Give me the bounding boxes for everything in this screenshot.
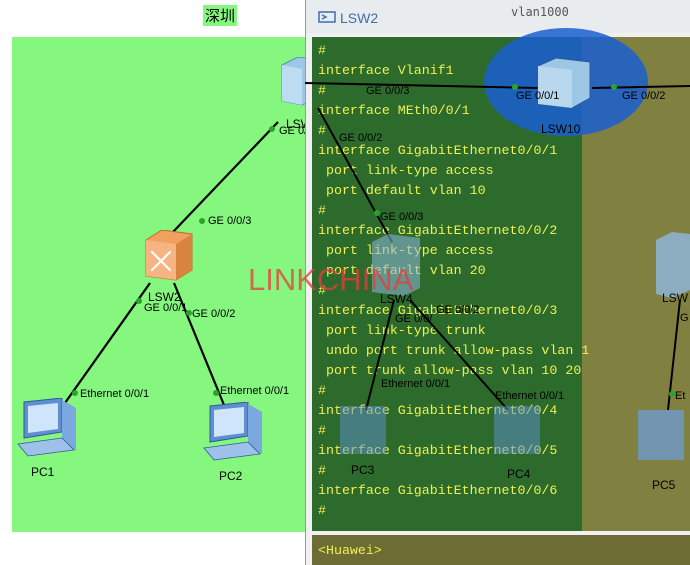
link-lsw1-lsw4 — [317, 107, 393, 243]
switch-lsw10-icon — [537, 57, 591, 109]
background-label-vlan: vlan1000 — [511, 5, 569, 19]
port-label: Ethernet 0/0/1 — [220, 385, 290, 397]
device-label-pc1: PC1 — [31, 465, 55, 479]
port-label: Et — [675, 390, 686, 402]
port-label: GE 0/0/3 — [208, 215, 252, 227]
device-label-lsw2: LSW2 — [148, 290, 181, 304]
terminal-prompt[interactable]: <Huawei> — [318, 543, 382, 558]
port-label: Ethernet 0/0/1 — [80, 388, 150, 400]
terminal-window-icon — [318, 9, 336, 25]
pc4-icon — [494, 406, 540, 454]
link-right-pc5 — [667, 299, 681, 411]
port-label: GE 0/0/3 — [380, 211, 424, 223]
device-label-pc4: PC4 — [507, 467, 531, 481]
port-label: G — [680, 312, 689, 324]
link-lsw10-right — [591, 85, 690, 89]
port-label: GE 0/0/1 — [516, 90, 560, 102]
switch-lsw2-icon[interactable] — [140, 229, 196, 282]
device-label-pc2: PC2 — [219, 469, 243, 483]
pc1-icon[interactable] — [14, 397, 80, 460]
terminal-titlebar[interactable] — [306, 0, 690, 33]
device-label-pc5: PC5 — [652, 478, 676, 492]
port-label: Ethernet 0/0/1 — [381, 378, 451, 390]
device-label-lsw-right: LSW — [662, 291, 689, 305]
link-lsw4-pc3 — [365, 299, 395, 411]
port-label: GE 0/0/2 — [339, 132, 383, 144]
link-lsw2-pc1 — [59, 282, 151, 411]
region-label: 深圳 — [203, 5, 238, 26]
terminal-prompt-bar — [312, 535, 690, 565]
link-lsw2-pc2 — [172, 282, 226, 406]
port-label: Ethernet 0/0/1 — [495, 390, 565, 402]
port-label: GE 0/0/3 — [366, 85, 410, 97]
pc5-icon — [638, 410, 684, 460]
switch-right-icon — [656, 232, 690, 298]
pc2-icon[interactable] — [200, 401, 266, 464]
port-label: GE 0/0/2 — [436, 304, 480, 316]
port-label: GE 0/0/1 — [144, 302, 188, 314]
terminal-title: LSW2 — [340, 10, 379, 26]
port-label: GE 0/0/2 — [622, 90, 666, 102]
watermark: LINKCHINA — [248, 262, 414, 297]
link-lsw4-pc4 — [409, 299, 509, 411]
link-lsw1-lsw2 — [171, 121, 279, 234]
port-label: GE 0/0/2 — [192, 308, 236, 320]
switch-lsw4-icon — [372, 234, 420, 296]
port-label: GE 0/0/ — [395, 313, 433, 325]
device-label-lsw4: LSW4 — [380, 292, 413, 306]
device-label-pc3: PC3 — [351, 463, 375, 477]
link-lsw1-lsw10 — [304, 82, 539, 89]
pc3-icon — [340, 406, 386, 454]
device-label-lsw10: LSW10 — [541, 122, 581, 136]
